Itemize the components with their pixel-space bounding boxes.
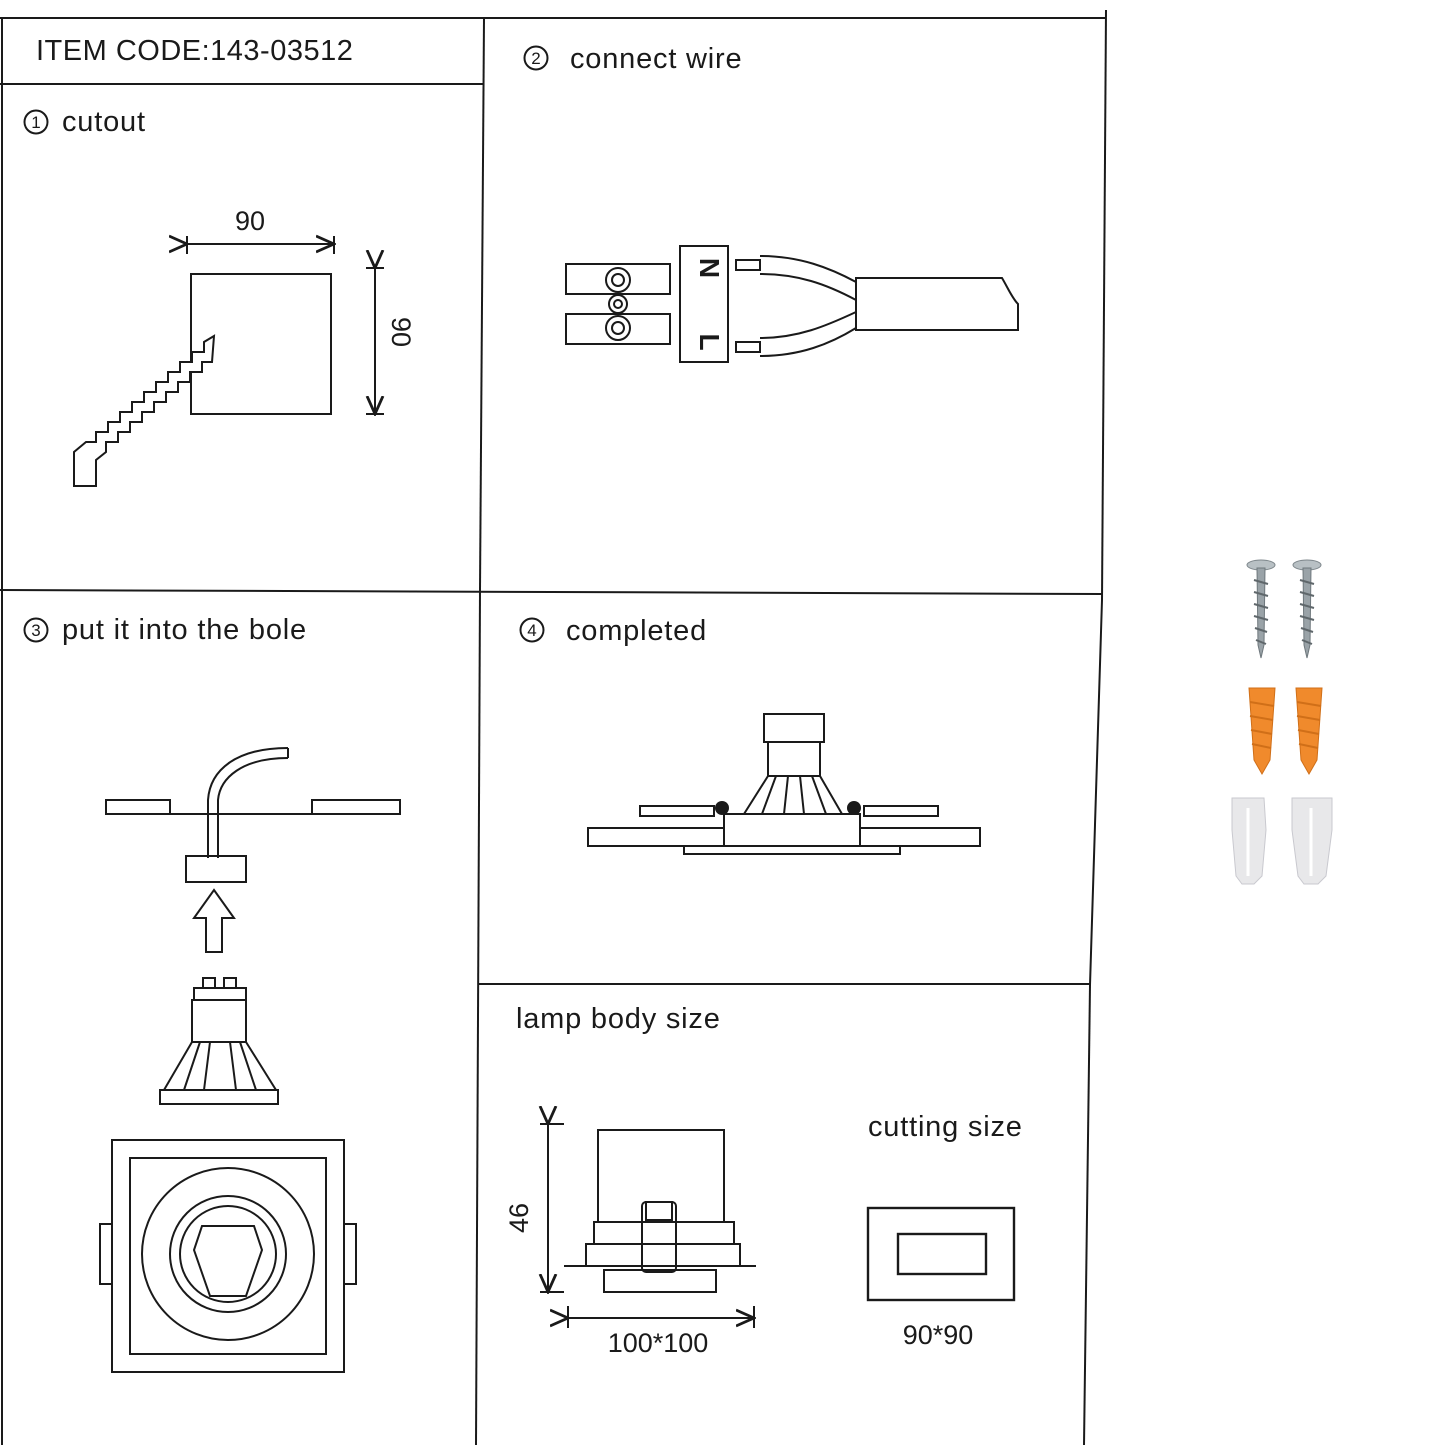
screw-icon [1246, 559, 1276, 659]
step-3-header: 3 put it into the bole [23, 614, 307, 646]
step-title: put it into the bole [62, 614, 307, 646]
step-1-header: 1 cutout [23, 106, 146, 138]
step-number: 1 [31, 113, 40, 132]
lamp-body-diagram: 46 100*100 [504, 1124, 756, 1358]
cutting-size-diagram [866, 1206, 1016, 1302]
lamp-width-label: 100*100 [608, 1328, 709, 1358]
cable-sheath [855, 277, 1019, 331]
wire-connector-diagram: N L [565, 245, 1019, 363]
cutting-size-label: 90*90 [903, 1320, 974, 1350]
terminal-l: L [694, 333, 725, 350]
cutout-width-label: 90 [235, 206, 265, 236]
lamp-height-label: 46 [504, 1203, 534, 1233]
up-arrow-icon [192, 888, 236, 953]
step-number-badge [23, 617, 49, 643]
fitting-front-view [99, 1139, 357, 1373]
cutout-height-label: 90 [386, 317, 416, 347]
step-4-header: 4 completed [519, 615, 707, 647]
cutout-diagram: 90 90 [73, 206, 416, 487]
step-number-badge [23, 109, 49, 135]
terminal-block [679, 245, 729, 363]
screw-icon [1292, 559, 1322, 659]
step-2-header: 2 connect wire [523, 43, 742, 75]
step-number: 4 [527, 621, 536, 640]
accessories [1231, 559, 1333, 885]
step-title: cutout [62, 106, 146, 138]
wire-connector-cap-icon [1231, 797, 1267, 885]
step-number-badge [519, 617, 545, 643]
wire-connector-cap-icon [1291, 797, 1333, 885]
gu10-bulb-icon [159, 977, 279, 1105]
wall-plug-icon [1295, 687, 1323, 776]
completed-diagram [587, 713, 981, 855]
step-number: 3 [31, 621, 40, 640]
terminal-n: N [694, 258, 725, 278]
step-number-badge [523, 45, 549, 71]
grid-frame [0, 9, 1107, 1445]
step-title: completed [566, 615, 707, 647]
lamp-body-title: lamp body size [516, 1003, 721, 1035]
saw-icon [73, 334, 216, 487]
terminal-block [185, 855, 247, 883]
wall-plug-icon [1248, 687, 1276, 776]
step-number: 2 [531, 49, 540, 68]
cutout-square [190, 273, 332, 415]
item-code: ITEM CODE:143-03512 [36, 35, 353, 67]
step-title: connect wire [570, 43, 742, 75]
cutting-size-title: cutting size [868, 1111, 1023, 1143]
insertion-diagram [99, 747, 401, 1373]
